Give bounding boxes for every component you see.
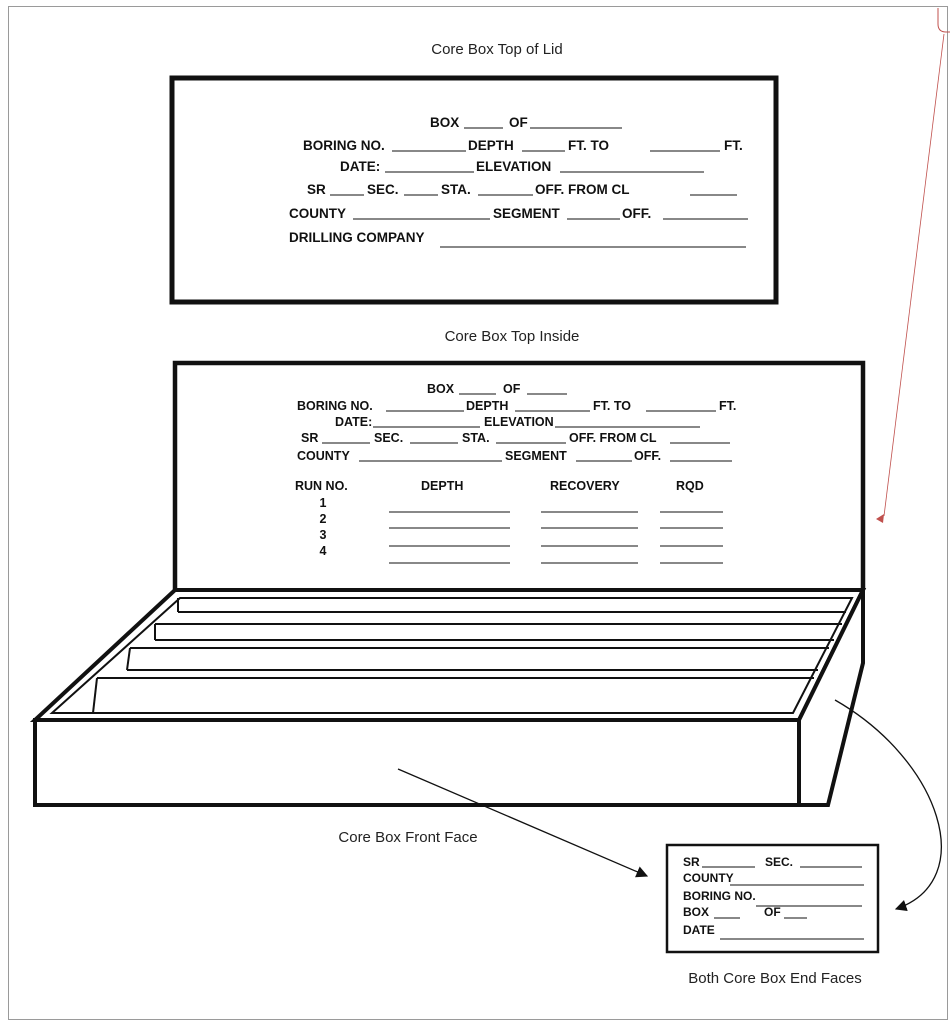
lid-ft-label: FT. (724, 138, 743, 153)
core-box-body (29, 588, 867, 807)
inside-elevation-label: ELEVATION (484, 415, 554, 429)
end-box-label: BOX (683, 905, 709, 919)
inside-sr-label: SR (301, 431, 318, 445)
caption-top-inside: Core Box Top Inside (445, 328, 580, 345)
lid-date-label: DATE: (340, 159, 380, 174)
caption-lid-top: Core Box Top of Lid (431, 41, 562, 58)
lid-boring-no-label: BORING NO. (303, 138, 385, 153)
annotation-callout-box[interactable] (937, 8, 950, 33)
inside-segment-label: SEGMENT (505, 449, 567, 463)
end-county-label: COUNTY (683, 871, 734, 885)
end-face-label-card (665, 843, 880, 954)
inside-off-from-cl-label: OFF. FROM CL (569, 431, 657, 445)
run-table-header-run-no: RUN NO. (295, 479, 348, 493)
lid-county-label: COUNTY (289, 206, 346, 221)
run-number: 3 (320, 528, 327, 542)
lid-top-panel (169, 75, 779, 305)
figure-frame (8, 6, 948, 1020)
end-date-label: DATE (683, 923, 715, 937)
lid-sta-label: STA. (441, 182, 471, 197)
run-number: 2 (320, 512, 327, 526)
inside-off-label: OFF. (634, 449, 661, 463)
lid-sr-label: SR (307, 182, 326, 197)
top-inside-form: BOX OF BORING NO. DEPTH FT. TO FT. DATE:… (295, 382, 736, 564)
inside-county-label: COUNTY (297, 449, 350, 463)
inside-sta-label: STA. (462, 431, 490, 445)
inside-box-label: BOX (427, 382, 455, 396)
run-table-header-depth: DEPTH (421, 479, 463, 493)
inside-sec-label: SEC. (374, 431, 403, 445)
run-number: 1 (320, 496, 327, 510)
lid-elevation-label: ELEVATION (476, 159, 551, 174)
end-face-form: SR SEC. COUNTY BORING NO. BOX OF DATE (683, 855, 864, 940)
run-number: 4 (320, 544, 327, 558)
caption-front-face: Core Box Front Face (338, 829, 477, 846)
annotation-leader-line (883, 33, 945, 517)
lid-top-form: BOX OF BORING NO. DEPTH FT. TO FT. DATE:… (289, 115, 748, 248)
front-face-arrow (397, 768, 649, 878)
lid-box-label: BOX (430, 115, 459, 130)
caption-end-faces: Both Core Box End Faces (688, 970, 861, 987)
lid-of-label: OF (509, 115, 528, 130)
lid-ft-to-label: FT. TO (568, 138, 609, 153)
annotation-leader-arrowhead (876, 514, 884, 523)
run-table-header-rqd: RQD (676, 479, 704, 493)
run-table-blank-lines (389, 511, 723, 564)
inside-ft-to-label: FT. TO (593, 399, 631, 413)
lid-sec-label: SEC. (367, 182, 399, 197)
end-of-label: OF (764, 905, 781, 919)
open-lid-panel (172, 360, 866, 590)
inside-of-label: OF (503, 382, 521, 396)
lid-off-from-cl-label: OFF. FROM CL (535, 182, 630, 197)
inside-ft-label: FT. (719, 399, 736, 413)
end-face-curved-arrow (834, 699, 942, 912)
inside-date-label: DATE: (335, 415, 372, 429)
end-sec-label: SEC. (765, 855, 793, 869)
end-boring-no-label: BORING NO. (683, 889, 756, 903)
lid-segment-label: SEGMENT (493, 206, 561, 221)
inside-depth-label: DEPTH (466, 399, 508, 413)
lid-off-label: OFF. (622, 206, 651, 221)
inside-boring-no-label: BORING NO. (297, 399, 373, 413)
lid-drilling-company-label: DRILLING COMPANY (289, 230, 425, 245)
end-sr-label: SR (683, 855, 700, 869)
lid-depth-label: DEPTH (468, 138, 514, 153)
run-table-header-recovery: RECOVERY (550, 479, 620, 493)
